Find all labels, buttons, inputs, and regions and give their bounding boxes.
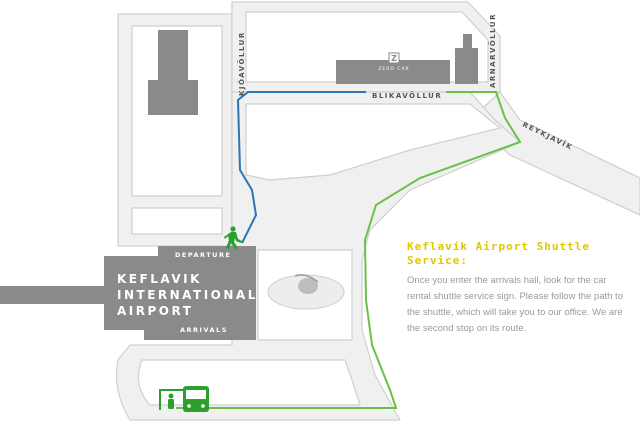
island-west-lower (131, 207, 223, 235)
terminal-arrivals-label: ARRIVALS (180, 326, 228, 334)
terminal-name-line2: INTERNATIONAL (117, 288, 258, 302)
street-label-blikavollur: BLIKAVÖLLUR (372, 91, 442, 100)
terminal-departure-label: DEPARTURE (175, 251, 231, 259)
street-label-arnarvollur: ARNARVÖLLUR (488, 13, 497, 88)
walking-route (236, 91, 366, 244)
zero-car-office-building (336, 60, 450, 84)
terminal-name-line3: AIRPORT (117, 304, 193, 318)
terminal-jetway (0, 286, 110, 304)
walking-person-icon (224, 226, 242, 249)
shuttle-info-title: Keflavík Airport Shuttle Service: (407, 240, 590, 267)
monument-stone (298, 278, 318, 294)
monument-tail (294, 274, 319, 283)
shuttle-info-body: Once you enter the arrivals hall, look f… (407, 275, 623, 334)
street-label-kjoavollur: KJÓAVÖLLUR (237, 31, 246, 96)
island-middle (245, 103, 502, 181)
bus-shelter (159, 389, 185, 410)
terminal-name-line1: KEFLAVIK (117, 272, 202, 286)
road-east-diagonal (469, 91, 640, 216)
east-building (455, 34, 478, 84)
office-logo-box (388, 52, 400, 64)
shuttle-route (176, 91, 522, 409)
shuttle-info-panel: Keflavík Airport Shuttle Service: Once y… (407, 240, 627, 337)
office-logo-letter: Z (391, 54, 397, 63)
office-name-label: ZERO CAR (378, 66, 409, 72)
terminal-building (104, 246, 256, 340)
west-building (148, 30, 198, 115)
bus-stop-icon (159, 386, 209, 412)
